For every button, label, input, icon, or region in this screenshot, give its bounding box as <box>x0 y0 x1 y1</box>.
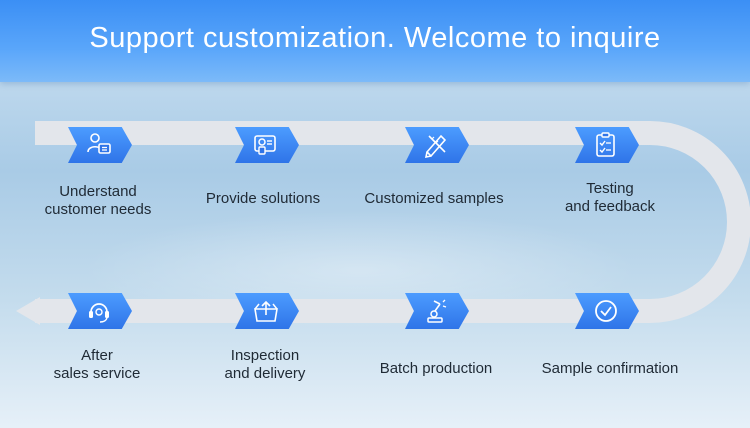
step-label-5: Sample confirmation <box>541 360 679 377</box>
solution-card-icon <box>254 135 276 155</box>
process-track-path <box>35 121 750 323</box>
title-banner: Support customization. Welcome to inquir… <box>0 0 750 82</box>
track-arrowhead <box>16 297 40 325</box>
clipboard-checklist-icon <box>596 132 615 157</box>
headset-support-icon <box>89 303 109 323</box>
open-box-icon <box>254 300 278 322</box>
step-chevron-6 <box>405 293 469 329</box>
robot-arm-icon <box>427 299 447 323</box>
step-label-6: Batch production <box>379 360 493 377</box>
check-circle-icon <box>595 300 617 322</box>
pencil-ruler-icon <box>424 134 447 159</box>
step-chevron-7 <box>235 293 299 329</box>
step-label-2: Provide solutions <box>205 190 321 207</box>
step-label-3: Customized samples <box>364 190 504 207</box>
page-title: Support customization. Welcome to inquir… <box>89 22 661 54</box>
customer-id-icon <box>87 133 111 154</box>
step-chevron-2 <box>235 127 299 163</box>
step-chevron-8 <box>68 293 132 329</box>
